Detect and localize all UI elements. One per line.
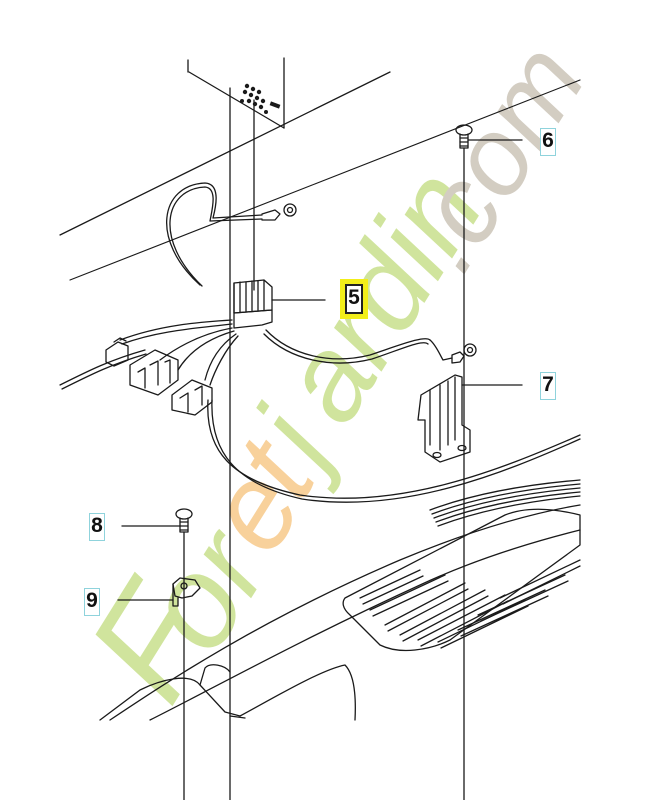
vent-panel [342,479,581,652]
callout-9[interactable]: 9 [84,588,100,616]
callout-5[interactable]: 5 [345,284,363,314]
callout-8[interactable]: 8 [89,513,105,541]
watermark: F o r e t j ardin .com [55,23,609,727]
control-board [187,57,285,800]
bracket-7 [417,374,523,463]
clip-9 [117,577,201,607]
callout-6[interactable]: 6 [540,128,556,156]
callout-7[interactable]: 7 [540,372,556,400]
screw-6 [455,124,523,800]
connector-5 [233,279,326,329]
screw-8 [121,508,193,800]
